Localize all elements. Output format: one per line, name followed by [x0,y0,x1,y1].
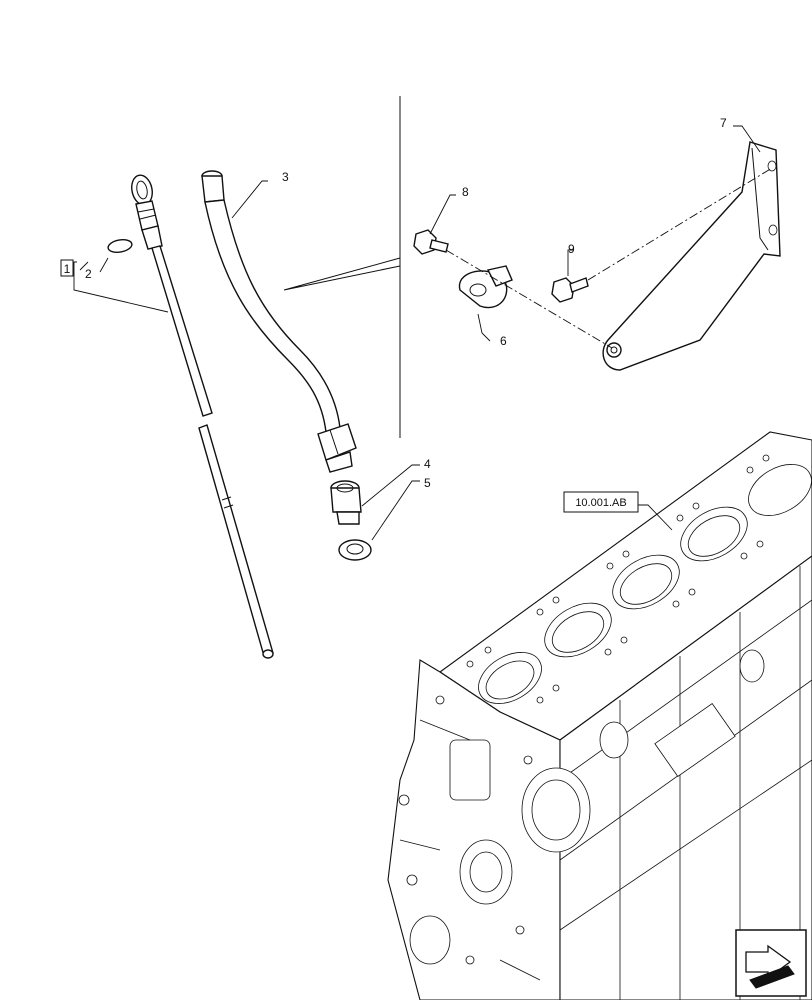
callout-9[interactable]: 9 [568,242,575,256]
callout-7[interactable]: 7 [720,116,727,130]
callout-3[interactable]: 3 [282,170,289,184]
leader-lines [73,125,761,541]
callout-2[interactable]: 2 [85,267,92,281]
callout-6[interactable]: 6 [500,334,507,348]
adapter-fitting[interactable] [330,480,362,525]
o-ring[interactable] [107,238,133,254]
screw-9[interactable] [551,277,589,303]
callout-1: 1 [64,262,71,276]
callout-4[interactable]: 4 [424,457,431,471]
engine-block[interactable] [387,431,812,1000]
pipe-clip[interactable] [458,265,513,309]
callout-5[interactable]: 5 [424,476,431,490]
callout-8[interactable]: 8 [462,185,469,199]
dipstick-guide-tube[interactable] [201,170,357,473]
reference-box[interactable]: 10.001.AB [563,491,639,513]
support-bracket[interactable] [602,141,781,371]
dipstick[interactable] [129,173,274,659]
callout-1-box[interactable]: 1 [60,259,74,277]
arrow-icon[interactable] [735,929,807,997]
sealing-washer[interactable] [338,539,372,561]
screw-8[interactable] [413,229,449,255]
reference-label: 10.001.AB [575,497,626,509]
